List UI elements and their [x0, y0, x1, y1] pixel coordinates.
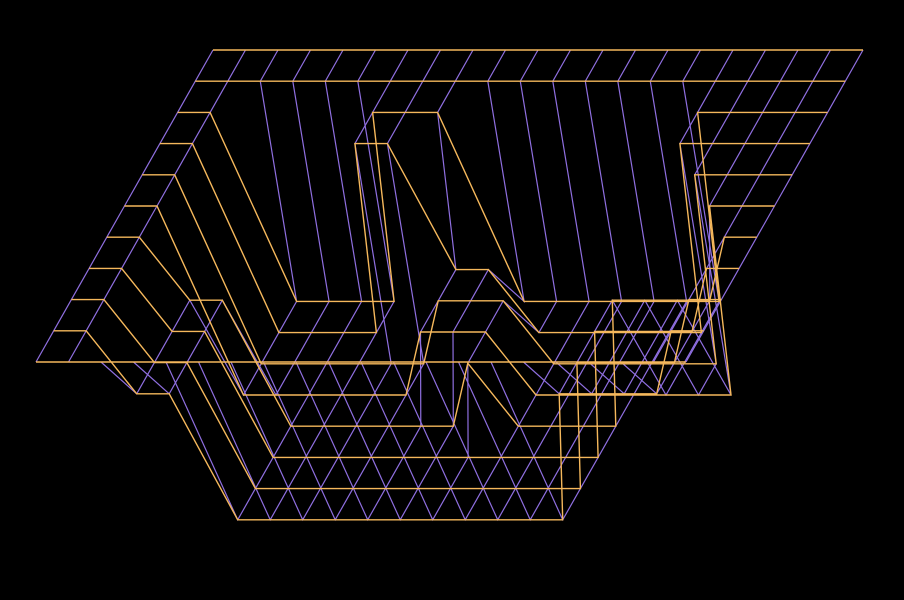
row-line — [142, 174, 793, 365]
column-line — [262, 49, 442, 522]
column-line — [588, 49, 767, 396]
column-line — [133, 49, 330, 397]
column-lines — [35, 49, 864, 522]
column-line — [490, 49, 688, 522]
column-line — [165, 49, 363, 522]
column-line — [392, 49, 590, 522]
column-line — [100, 49, 298, 397]
column-line — [327, 49, 525, 522]
column-line — [457, 49, 655, 522]
row-lines — [36, 49, 863, 521]
column-line — [360, 49, 558, 522]
row-line — [53, 330, 704, 521]
column-line — [425, 49, 623, 522]
row-line — [106, 236, 757, 427]
row-line — [124, 205, 775, 396]
column-line — [295, 49, 474, 522]
column-line — [197, 49, 395, 522]
row-line — [177, 111, 828, 303]
row-line — [159, 142, 810, 334]
row-line — [89, 267, 740, 459]
